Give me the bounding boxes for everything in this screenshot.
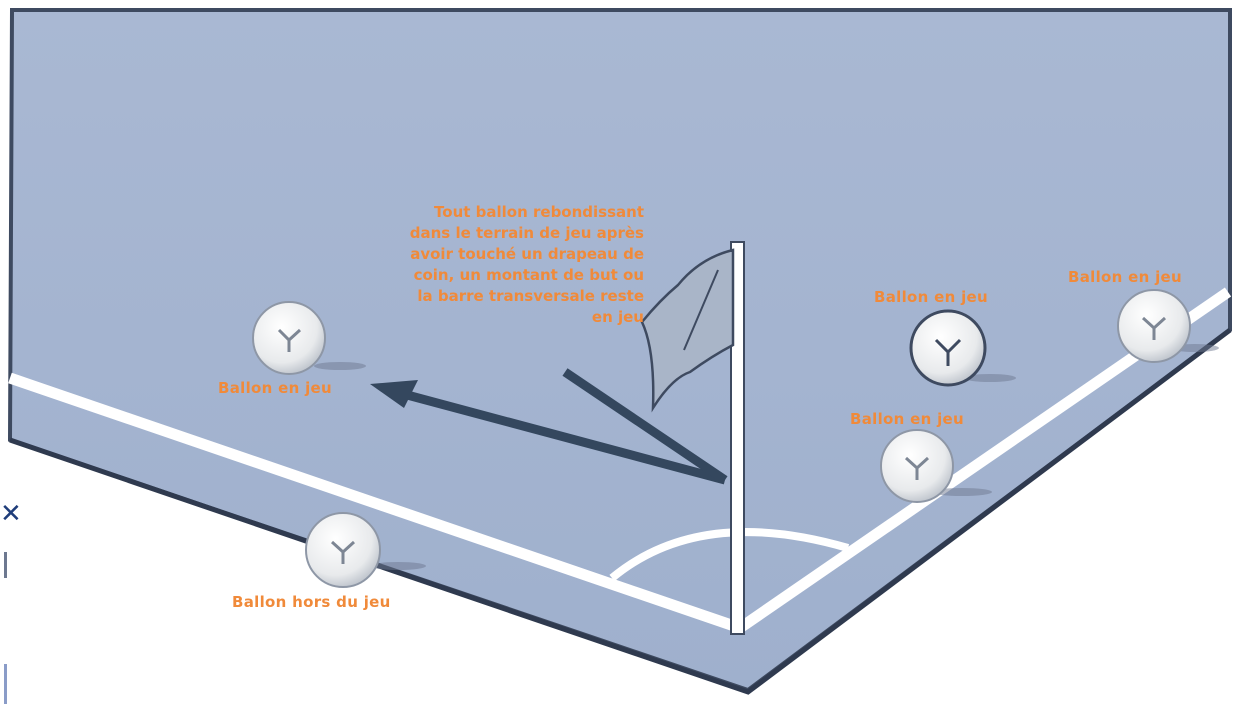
- note-line: Tout ballon rebondissant: [318, 202, 644, 223]
- note-line: coin, un montant de but ou: [318, 265, 644, 286]
- label-ball-far-right: Ballon en jeu: [1068, 270, 1182, 285]
- label-ball-out: Ballon hors du jeu: [232, 595, 391, 610]
- margin-mark-icon: ✕: [0, 499, 22, 529]
- label-ball-top-right: Ballon en jeu: [874, 290, 988, 305]
- label-ball-left: Ballon en jeu: [218, 381, 332, 396]
- margin-rule: [4, 664, 7, 704]
- rebound-rule-note: Tout ballon rebondissant dans le terrain…: [318, 202, 644, 328]
- margin-rule: [4, 552, 7, 578]
- note-line: la barre transversale reste: [318, 286, 644, 307]
- note-line: avoir touché un drapeau de: [318, 244, 644, 265]
- note-line: dans le terrain de jeu après: [318, 223, 644, 244]
- label-ball-mid-right: Ballon en jeu: [850, 412, 964, 427]
- note-line: en jeu: [318, 307, 644, 328]
